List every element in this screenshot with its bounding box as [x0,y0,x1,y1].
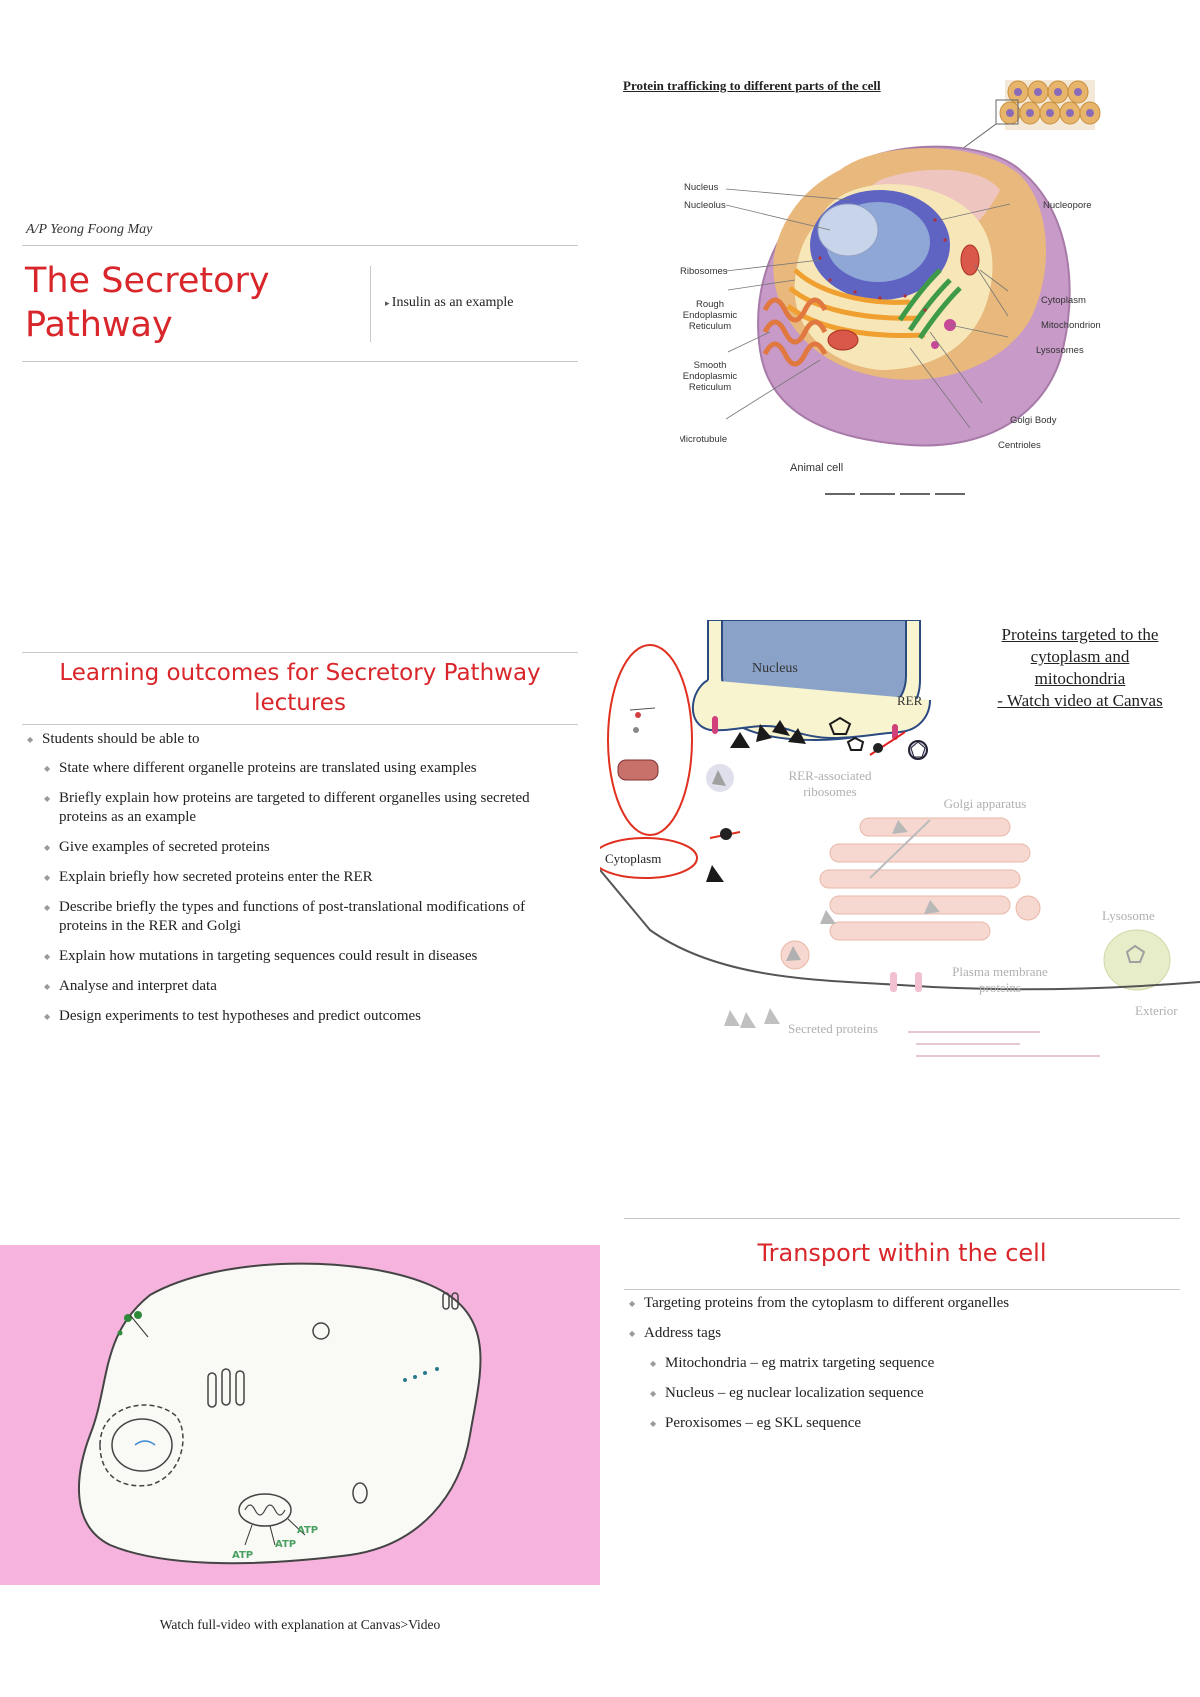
label-nucleolus: Nucleolus [684,200,726,211]
lo-lead-item: Students should be able to [42,730,572,749]
label-rough-er-1: Rough [696,299,724,310]
label-nucleopore: Nucleopore [1043,200,1092,211]
divider-top [22,245,578,246]
label-cytoplasm-4: Cytoplasm [605,851,661,866]
label-rough-er-2: Endoplasmic [683,310,738,321]
tissue-inset [962,80,1100,149]
transport-sub-bullet: Mitochondria – eg matrix targeting seque… [665,1354,1175,1373]
atp-label-3: ATP [297,1525,318,1536]
label-golgi-body: Golgi Body [1010,415,1057,426]
label-rer-ribosomes-1: RER-associated [788,768,872,783]
label-golgi: Golgi apparatus [944,796,1027,811]
bullet-arrow-icon: ▸ [385,298,392,308]
label-mitochondrion: Mitochondrion [1041,320,1101,331]
label-lysosome: Lysosome [1102,908,1155,923]
slide4-heading-line2: cytoplasm and [970,646,1190,668]
label-ribosomes: Ribosomes [680,266,728,277]
slide-title-line1: The Secretory [25,259,270,303]
vertical-divider [370,266,371,342]
lo-item: Design experiments to test hypotheses an… [59,1007,574,1026]
lo-item: Analyse and interpret data [59,977,574,996]
slide4-heading-line1: Proteins targeted to the [970,624,1190,646]
transport-sub-bullet: Nucleus – eg nuclear localization sequen… [665,1384,1175,1403]
slide-title-line2: Pathway [25,303,173,347]
label-nucleus-4: Nucleus [752,661,798,676]
label-microtubule: Microtubule [680,434,727,445]
video-caption: Watch full-video with explanation at Can… [0,1617,600,1633]
transport-bullet: Address tags [644,1324,1174,1343]
label-rough-er-3: Reticulum [689,321,731,332]
lo-lead: Students should be able to [42,730,572,760]
lo-rule-mid [22,724,578,725]
golgi-apparatus [820,818,1030,940]
label-secreted: Secreted proteins [788,1021,878,1036]
mitochondrion [828,330,858,350]
label-centrioles: Centrioles [998,440,1041,451]
transport-sub-bullet: Peroxisomes – eg SKL sequence [665,1414,1175,1433]
lo-item: Give examples of secreted proteins [59,838,574,857]
transport-rule-mid [624,1289,1180,1290]
slide4-heading-line4: - Watch video at Canvas [970,690,1190,712]
animal-cell-diagram: Nucleus Nucleolus Ribosomes Rough Endopl… [680,70,1120,500]
label-lysosomes: Lysosomes [1036,345,1084,356]
label-smooth-er-2: Endoplasmic [683,371,738,382]
label-smooth-er-1: Smooth [694,360,727,371]
label-nucleus: Nucleus [684,182,719,193]
transport-bullets: Targeting proteins from the cytoplasm to… [644,1294,1174,1354]
cell-video-still: ATP ATP ATP [0,1245,600,1585]
lo-title-line1: Learning outcomes for Secretory Pathway [22,658,578,688]
lo-item: Explain how mutations in targeting seque… [59,947,574,966]
author-name: A/P Yeong Foong May [26,222,152,238]
atp-label-1: ATP [232,1550,253,1561]
label-rer: RER [897,693,923,708]
side-bullet: ▸ Insulin as an example [385,295,513,311]
slide4-heading: Proteins targeted to the cytoplasm and m… [970,624,1190,712]
transport-sub-bullets: Mitochondria – eg matrix targeting seque… [665,1354,1175,1444]
lysosome [1104,930,1170,990]
lo-item: Explain briefly how secreted proteins en… [59,868,574,887]
lo-list: State where different organelle proteins… [59,759,574,1037]
label-exterior: Exterior [1135,1003,1178,1018]
label-animal-cell: Animal cell [790,462,843,474]
cell-outline [79,1264,481,1564]
lo-item: Briefly explain how proteins are targete… [59,789,574,827]
lo-item: State where different organelle proteins… [59,759,574,778]
label-cytoplasm: Cytoplasm [1041,295,1086,306]
lo-title-line2: lectures [22,688,578,718]
transport-rule-top [624,1218,1180,1219]
divider-bottom [22,361,578,362]
transport-title: Transport within the cell [624,1238,1180,1268]
label-smooth-er-3: Reticulum [689,382,731,393]
lo-item: Describe briefly the types and functions… [59,898,574,936]
tiny-notes-scribble [908,1032,1100,1056]
label-plasma-membrane-1: Plasma membrane [952,964,1048,979]
mitochondria-inset [608,645,692,835]
slide4-heading-line3: mitochondria [970,668,1190,690]
transport-bullet: Targeting proteins from the cytoplasm to… [644,1294,1174,1313]
label-rer-ribosomes-2: ribosomes [803,784,856,799]
atp-label-2: ATP [275,1539,296,1550]
label-plasma-membrane-2: proteins [979,980,1021,995]
lo-rule-top [22,652,578,653]
side-bullet-text: Insulin as an example [392,295,514,310]
nucleolus [818,204,878,256]
